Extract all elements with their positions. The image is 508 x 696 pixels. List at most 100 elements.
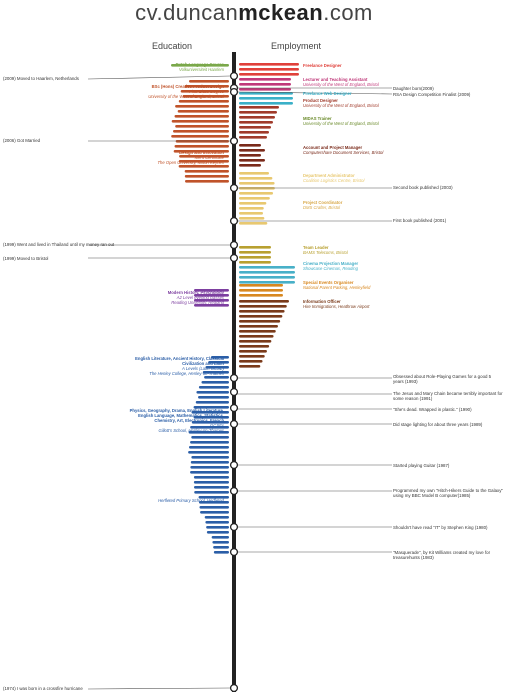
- employment-bar: [239, 325, 278, 328]
- employment-bar: [239, 73, 299, 76]
- education-bar: [191, 411, 229, 414]
- event-stephen-king: Shouldn't have read "IT" by Stephen King…: [393, 525, 488, 530]
- education-bar: [204, 376, 229, 379]
- employment-bar: [239, 131, 269, 134]
- employment-bar: [239, 320, 281, 323]
- timeline-node: [229, 387, 239, 397]
- event-rsa: RSA Design Competition Finalist (2009): [393, 92, 471, 97]
- employment-bar: [239, 136, 267, 139]
- employment-bar: [239, 192, 274, 195]
- title-bold: mckean: [238, 0, 324, 25]
- event-wrapped-plastic: "She's dead. Wrapped in plastic." (1990): [393, 407, 472, 412]
- education-bar: [201, 381, 229, 384]
- event-moved-haarlem: (2009) Moved to Haarlem, Netherlands: [3, 76, 79, 81]
- education-bar: [194, 304, 229, 307]
- education-bar: [179, 155, 229, 158]
- timeline-node: [229, 71, 239, 81]
- employment-bar: [239, 212, 264, 215]
- employment-bar: [239, 330, 276, 333]
- education-bar: [202, 371, 229, 374]
- education-bar: [190, 426, 229, 429]
- employment-bar: [239, 63, 299, 66]
- education-bar: [175, 105, 229, 108]
- employment-bar: [239, 256, 271, 259]
- employment-bar: [239, 335, 274, 338]
- employment-bar: [239, 159, 265, 162]
- education-bar: [205, 366, 229, 369]
- education-bar: [212, 541, 229, 544]
- timeline-node: [229, 547, 239, 557]
- education-bar: [178, 160, 229, 163]
- event-masquerade: "Masquerade", by Kit Williams created my…: [393, 550, 491, 561]
- employment-bar: [239, 310, 285, 313]
- education-bar: [178, 100, 229, 103]
- site-title: cv.duncanmckean.com: [0, 0, 508, 26]
- education-bar: [199, 506, 229, 509]
- education-bar: [193, 416, 229, 419]
- education-bar: [190, 466, 229, 469]
- employment-bar: [239, 102, 293, 105]
- employment-bar: [239, 78, 291, 81]
- education-bar: [180, 90, 229, 93]
- education-bar: [194, 289, 229, 292]
- employment-freelance: Freelance Designer: [303, 63, 342, 68]
- employment-bar: [239, 126, 271, 129]
- education-bar: [194, 491, 229, 494]
- employment-bar: [239, 355, 265, 358]
- education-bar: [185, 180, 229, 183]
- employment-bar: [239, 340, 272, 343]
- education-bar: [208, 361, 229, 364]
- education-bar: [211, 536, 229, 539]
- employment-bar: [239, 97, 293, 100]
- employment-bar: [239, 217, 265, 220]
- education-heading: Education: [152, 41, 193, 51]
- education-bar: [193, 481, 229, 484]
- education-bar: [213, 551, 229, 554]
- employment-bar: [239, 251, 271, 254]
- timeline-node: [229, 240, 239, 250]
- education-bar: [189, 80, 229, 83]
- employment-bar: [239, 116, 275, 119]
- education-bar: [205, 521, 229, 524]
- education-bar: [196, 391, 229, 394]
- education-bar: [198, 501, 229, 504]
- employment-bar: [239, 202, 267, 205]
- education-bar: [177, 110, 229, 113]
- employment-bar: [239, 300, 289, 303]
- education-bar: [190, 441, 229, 444]
- education-bar: [184, 85, 229, 88]
- education-bar: [174, 145, 229, 148]
- employment-bar: [239, 164, 261, 167]
- employment-bar: [239, 182, 275, 185]
- employment-bar: [239, 284, 283, 287]
- employment-web: Freelance Web Designer: [303, 91, 352, 96]
- education-bar: [198, 396, 229, 399]
- employment-bar: [239, 315, 283, 318]
- event-second-book: Second book published (2003): [393, 185, 453, 190]
- employment-bar: [239, 276, 295, 279]
- event-guitar: Started playing Guitar (1987): [393, 463, 450, 468]
- education-bar: [198, 386, 229, 389]
- education-bar: [200, 511, 229, 514]
- education-bar: [190, 461, 229, 464]
- education-bar: [174, 115, 229, 118]
- employment-bar: [239, 246, 271, 249]
- event-thailand: (1999) Went and lived in Thailand until …: [3, 242, 115, 247]
- event-moved-bristol: (1999) Moved to Bristol: [3, 256, 49, 261]
- education-bar: [189, 446, 229, 449]
- event-stage-lighting: Did stage lighting for about three years…: [393, 422, 483, 427]
- event-hitchhikers: Programmed my own "Hitch-Hikers Guide to…: [393, 488, 503, 499]
- event-rpg: Obsessed about Role-Playing Games for a …: [393, 374, 492, 385]
- connector-line: [236, 91, 393, 95]
- timeline-node: [229, 460, 239, 470]
